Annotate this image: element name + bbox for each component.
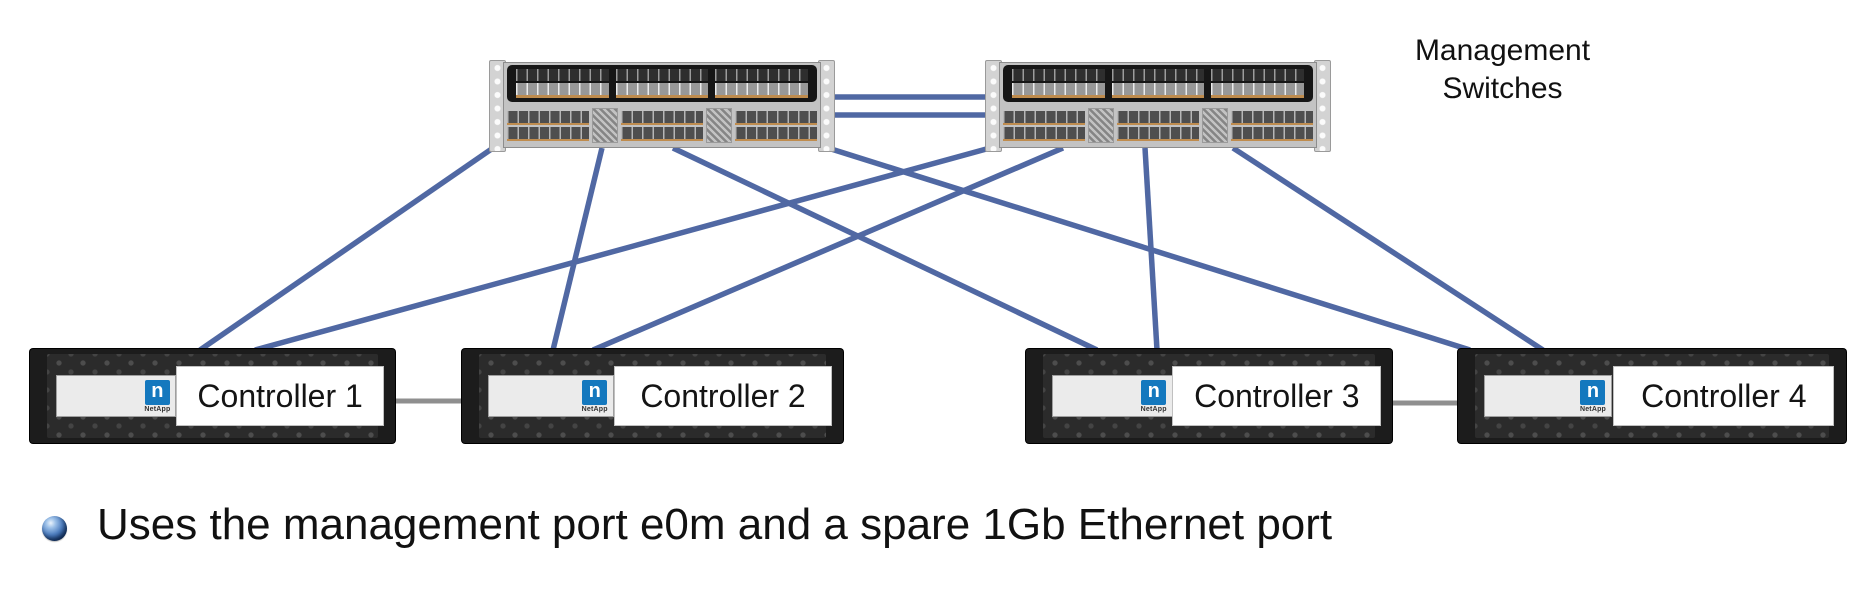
connection-line-mgmt bbox=[550, 147, 605, 351]
connection-line-mgmt bbox=[254, 145, 991, 353]
controller-bezel-strip: n NetApp bbox=[56, 375, 177, 417]
management-switches-label: Management Switches bbox=[1414, 34, 1591, 105]
controller-4: n NetApp Controller 4 bbox=[1458, 349, 1846, 443]
management-switch-2 bbox=[985, 60, 1331, 152]
switch-port-bank-top bbox=[1003, 65, 1313, 102]
connection-line-mgmt bbox=[1142, 147, 1160, 351]
controller-bezel-strip: n NetApp bbox=[488, 375, 614, 417]
fan-grille bbox=[592, 108, 618, 143]
controller-label: Controller 4 bbox=[1613, 366, 1835, 426]
switch-chassis bbox=[503, 62, 821, 148]
controller-bezel-strip: n NetApp bbox=[1484, 375, 1613, 417]
netapp-logo-icon: n NetApp bbox=[581, 379, 608, 413]
controller-label: Controller 1 bbox=[176, 366, 385, 426]
switch-port-bank-top bbox=[507, 65, 817, 102]
connection-line-mgmt bbox=[198, 145, 495, 353]
controller-3: n NetApp Controller 3 bbox=[1026, 349, 1392, 443]
switch-chassis bbox=[999, 62, 1317, 148]
fan-grille bbox=[706, 108, 732, 143]
fan-grille bbox=[1088, 108, 1114, 143]
connection-line-mgmt bbox=[671, 145, 1099, 353]
bullet-note: Uses the management port e0m and a spare… bbox=[42, 500, 1332, 550]
management-switch-1 bbox=[489, 60, 835, 152]
controller-1: n NetApp Controller 1 bbox=[30, 349, 395, 443]
switch-port-bank-bottom bbox=[507, 106, 817, 145]
switch-port-bank-bottom bbox=[1003, 106, 1313, 145]
connection-line-mgmt bbox=[591, 145, 1065, 353]
netapp-logo-icon: n NetApp bbox=[1579, 379, 1607, 413]
bullet-icon bbox=[42, 516, 67, 541]
controller-label: Controller 2 bbox=[614, 366, 832, 426]
controller-2: n NetApp Controller 2 bbox=[462, 349, 843, 443]
bullet-text: Uses the management port e0m and a spare… bbox=[97, 500, 1333, 549]
connection-line-mgmt bbox=[1231, 145, 1545, 353]
netapp-logo-icon: n NetApp bbox=[144, 379, 171, 413]
controller-label: Controller 3 bbox=[1172, 366, 1382, 426]
rack-ear bbox=[489, 60, 506, 152]
netapp-logo-icon: n NetApp bbox=[1140, 379, 1167, 413]
fan-grille bbox=[1202, 108, 1228, 143]
controller-bezel-strip: n NetApp bbox=[1052, 375, 1173, 417]
